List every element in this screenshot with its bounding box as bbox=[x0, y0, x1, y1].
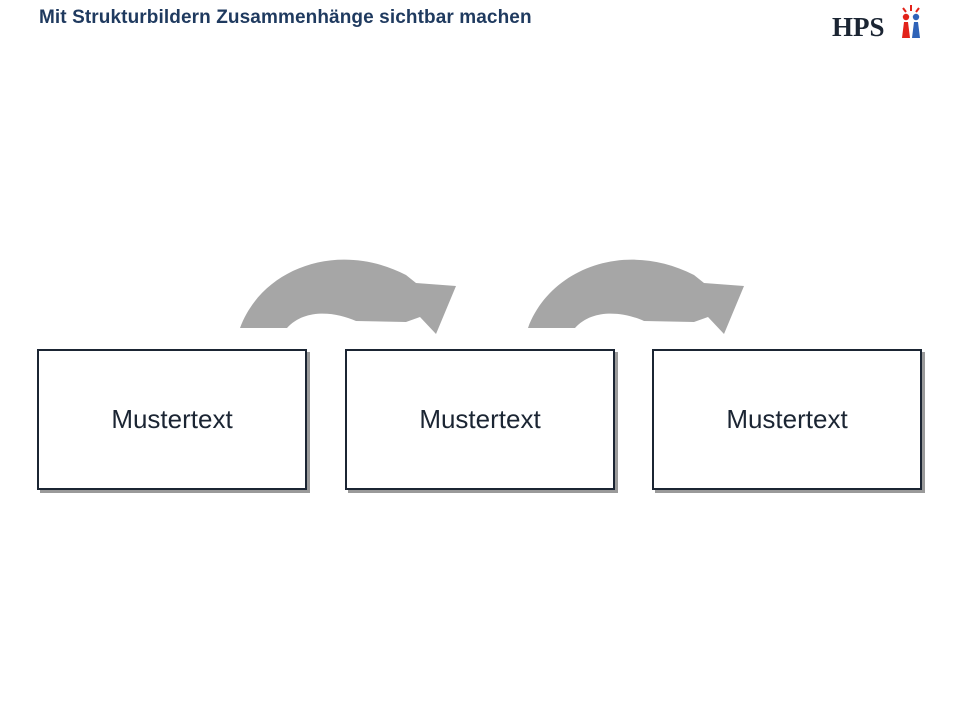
diagram-box: Mustertext bbox=[37, 349, 307, 490]
curved-arrow-icon bbox=[240, 259, 456, 334]
diagram-box: Mustertext bbox=[345, 349, 615, 490]
box-label: Mustertext bbox=[419, 404, 541, 434]
box-label: Mustertext bbox=[111, 404, 233, 434]
curved-arrow-icon bbox=[528, 259, 744, 334]
page-title: Mit Strukturbildern Zusammenhänge sichtb… bbox=[39, 7, 532, 28]
logo: HPS bbox=[832, 5, 920, 42]
people-icon bbox=[902, 5, 920, 38]
diagram-box: Mustertext bbox=[652, 349, 922, 490]
logo-text: HPS bbox=[832, 12, 885, 42]
box-label: Mustertext bbox=[726, 404, 848, 434]
